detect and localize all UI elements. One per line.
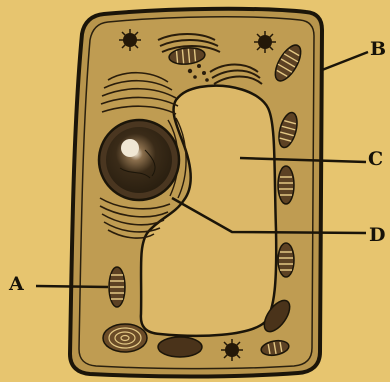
chloroplast [278, 243, 294, 277]
chloroplast [278, 166, 294, 204]
chloroplast [109, 267, 125, 307]
label-a: A [9, 275, 24, 294]
nucleolus [121, 139, 139, 157]
label-c: C [368, 150, 383, 169]
label-b: B [370, 40, 386, 59]
leader-line-a [36, 286, 108, 287]
leader-line-b [322, 52, 368, 70]
nucleus [99, 120, 179, 200]
chloroplast [158, 337, 202, 357]
mitochondrion [103, 324, 147, 352]
label-d: D [369, 226, 385, 245]
